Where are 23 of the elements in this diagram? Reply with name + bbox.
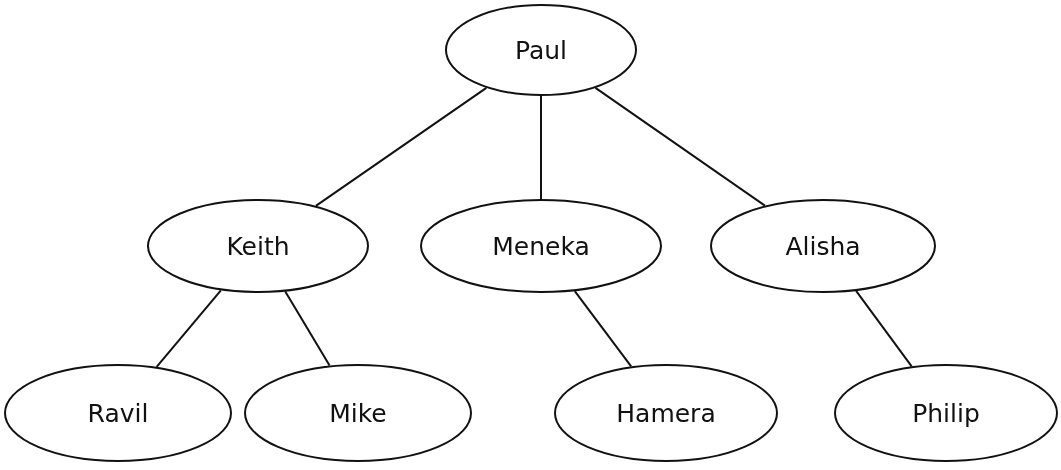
person-ellipse: [445, 4, 637, 96]
connector-line: [314, 86, 488, 207]
person-ellipse: [4, 364, 232, 462]
person-ellipse: [554, 364, 778, 462]
person-name: Ravil: [87, 398, 149, 428]
person-ellipse: [147, 199, 369, 293]
person-name: Alisha: [785, 231, 861, 261]
person-ellipse: [244, 364, 472, 462]
person-name: Hamera: [616, 398, 716, 428]
person-name: Keith: [226, 231, 290, 261]
connector-line: [155, 289, 222, 368]
person-name: Mike: [329, 398, 387, 428]
connector-line: [594, 86, 766, 207]
connector-line: [855, 289, 913, 368]
person-ellipse: [420, 199, 662, 293]
connector-line: [284, 290, 331, 367]
connector-line: [573, 290, 633, 368]
connector-line: [540, 95, 542, 200]
person-ellipse: [834, 364, 1058, 462]
person-name: Philip: [912, 398, 980, 428]
person-name: Meneka: [492, 231, 590, 261]
person-ellipse: [710, 199, 936, 293]
person-name: Paul: [514, 35, 568, 65]
